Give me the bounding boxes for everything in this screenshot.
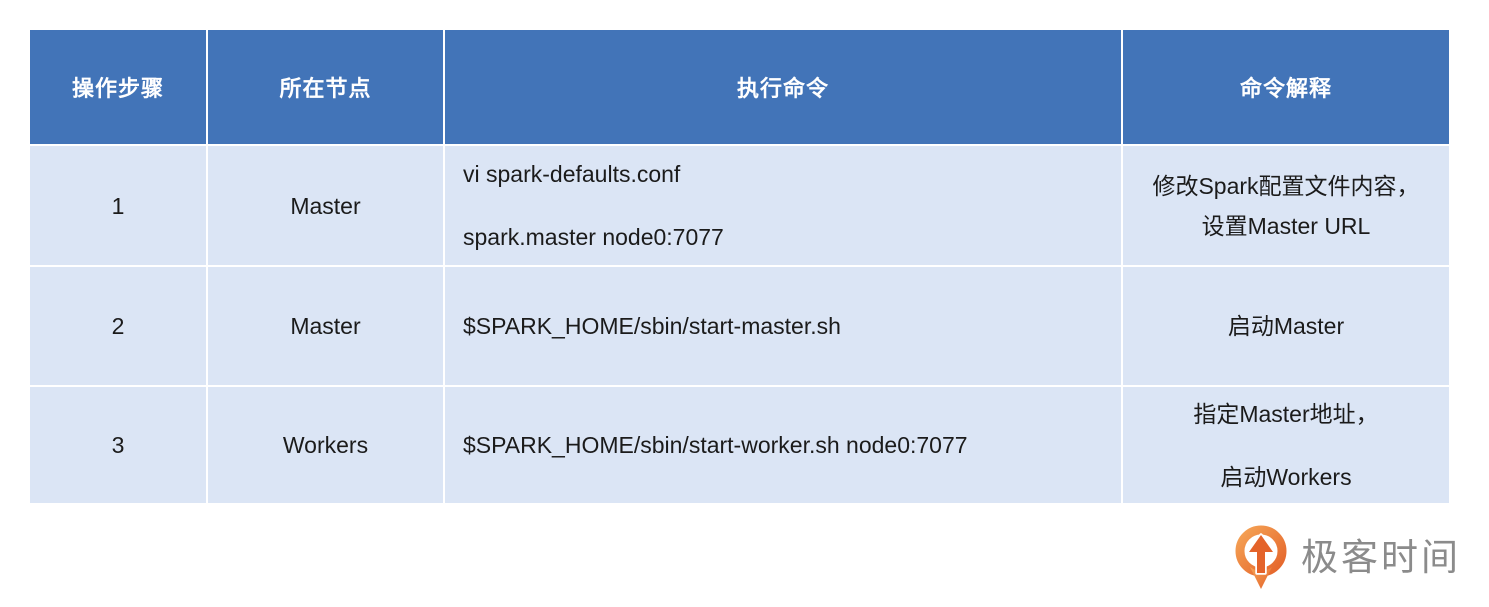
table-row-1-explanation: 修改Spark配置文件内容， 设置Master URL	[1123, 146, 1449, 265]
table-row-1-step: 1	[30, 146, 206, 265]
column-header-explanation: 命令解释	[1123, 30, 1449, 144]
explanation-line: 修改Spark配置文件内容，	[1152, 172, 1420, 199]
explanation-line: 启动Workers	[1220, 463, 1352, 490]
table-row-2-node: Master	[208, 267, 443, 385]
column-header-command-label: 执行命令	[736, 76, 829, 101]
explanation-line: 设置Master URL	[1201, 212, 1371, 239]
table-row-3-step: 3	[30, 387, 206, 503]
explanation-line: 指定Master地址，	[1193, 400, 1379, 427]
column-header-command: 执行命令	[445, 30, 1121, 144]
column-header-node-label: 所在节点	[279, 76, 372, 101]
table-row-3-command: $SPARK_HOME/sbin/start-worker.sh node0:7…	[445, 387, 1121, 503]
table-row-3-node: Workers	[208, 387, 443, 503]
table-row-3-explanation: 指定Master地址， 启动Workers	[1123, 387, 1449, 503]
command-line: spark.master node0:7077	[463, 224, 724, 250]
column-header-step: 操作步骤	[30, 30, 206, 144]
step-number: 2	[111, 313, 125, 339]
node-name: Master	[290, 313, 361, 339]
command-line: vi spark-defaults.conf	[463, 161, 681, 187]
table-row-2-explanation: 启动Master	[1123, 267, 1449, 385]
geektime-logo-text: 极客时间	[1301, 537, 1461, 578]
geektime-logo: 极客时间	[1233, 524, 1461, 592]
explanation-line: 启动Master	[1227, 313, 1345, 339]
command-line: $SPARK_HOME/sbin/start-master.sh	[463, 313, 841, 339]
table-row-1-node: Master	[208, 146, 443, 265]
column-header-node: 所在节点	[208, 30, 443, 144]
column-header-explanation-label: 命令解释	[1239, 76, 1332, 101]
node-name: Workers	[282, 432, 369, 458]
step-number: 1	[111, 192, 125, 219]
spark-standalone-steps-table: 操作步骤 所在节点 执行命令 命令解释 1 Master vi spark-de…	[30, 30, 1451, 503]
geektime-pin-arrow-icon	[1235, 525, 1287, 589]
table-row-2-command: $SPARK_HOME/sbin/start-master.sh	[445, 267, 1121, 385]
node-name: Master	[290, 192, 361, 219]
command-line: $SPARK_HOME/sbin/start-worker.sh node0:7…	[463, 432, 968, 458]
table-row-1-command: vi spark-defaults.conf spark.master node…	[445, 146, 1121, 265]
step-number: 3	[111, 432, 125, 458]
table-row-2-step: 2	[30, 267, 206, 385]
column-header-step-label: 操作步骤	[71, 76, 164, 101]
